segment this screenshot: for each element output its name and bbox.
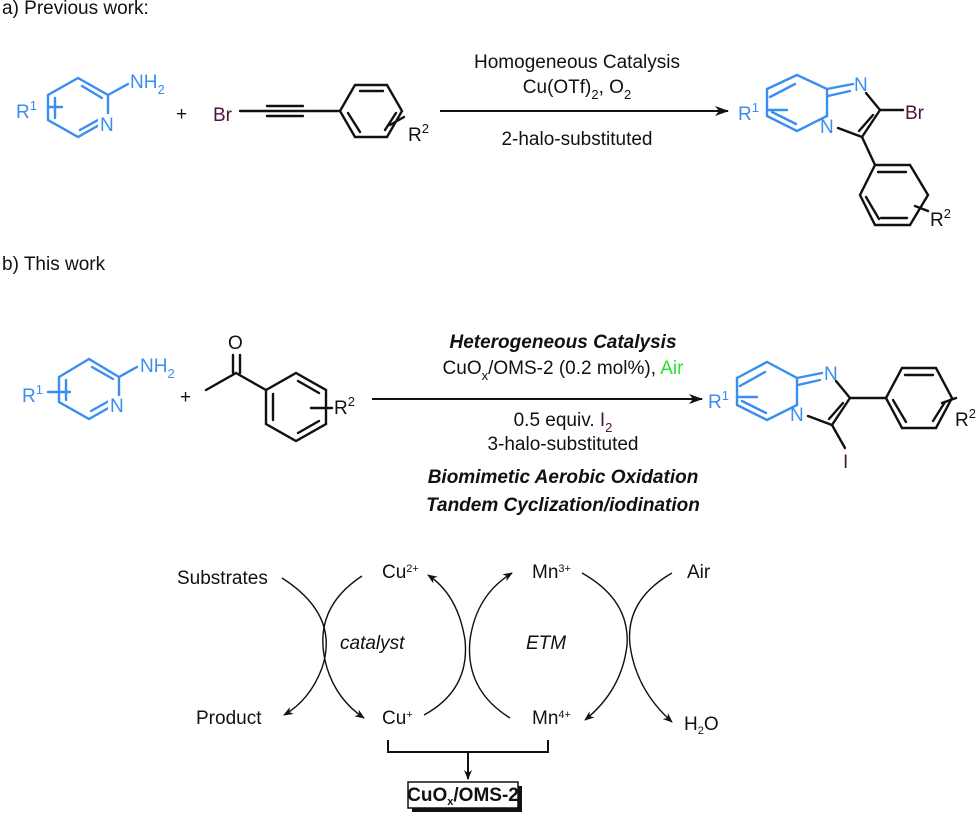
svg-text:N: N [820, 117, 834, 138]
svg-text:O: O [228, 333, 243, 354]
conditions-b-line2: CuOx/OMS-2 (0.2 mol%), Air [443, 358, 685, 383]
svg-text:R2: R2 [334, 394, 355, 419]
section-a-label: a) Previous work: [2, 0, 149, 19]
material-label: CuOx/OMS-2 [407, 785, 519, 808]
svg-text:R1: R1 [16, 98, 37, 123]
svg-text:NH2: NH2 [130, 72, 165, 97]
cu1-to-cu2-arrow [423, 574, 467, 716]
conditions-a-line2: Cu(OTf)2, O2 [523, 77, 631, 102]
conditions-a-line1: Homogeneous Catalysis [474, 52, 680, 73]
product-b: N N I R1 R2 [708, 360, 976, 473]
air-label: Air [660, 358, 684, 379]
highlight-tandem: Tandem Cyclization/iodination [426, 495, 700, 516]
substrates-to-product-arrow [281, 577, 327, 716]
svg-text:NH2: NH2 [140, 356, 175, 381]
water-label: H2O [684, 714, 719, 737]
aminopyridine-a: N NH2 R1 [16, 72, 165, 139]
svg-text:R1: R1 [738, 100, 759, 125]
conditions-b-below1: 0.5 equiv. I2 [514, 410, 613, 435]
cu1-label: Cu+ [382, 708, 413, 729]
cu2-to-cu1-arrow [322, 575, 365, 719]
svg-text:R1: R1 [22, 382, 43, 407]
aminopyridine-b: N NH2 R1 [22, 356, 175, 421]
svg-text:R2: R2 [408, 121, 429, 146]
plus-b: + [180, 387, 191, 408]
svg-text:N: N [824, 364, 838, 385]
acetophenone: O R2 [204, 333, 355, 443]
reaction-arrow-a: Homogeneous Catalysis Cu(OTf)2, O2 2-hal… [440, 52, 729, 150]
mn3-label: Mn3+ [532, 562, 571, 583]
air-to-water-arrow [628, 572, 673, 723]
svg-text:R1: R1 [708, 388, 729, 413]
heterogeneous-catalysis-label: Heterogeneous Catalysis [449, 332, 676, 353]
mn4-to-mn3-arrow [468, 572, 513, 719]
conditions-b-below2: 3-halo-substituted [487, 434, 638, 455]
substrates-label: Substrates [177, 568, 268, 589]
product-a: N N Br R1 R2 [738, 73, 951, 231]
material-box [407, 781, 519, 809]
reaction-arrow-b: Heterogeneous Catalysis CuOx/OMS-2 (0.2 … [372, 332, 703, 516]
air-reagent-label: Air [687, 562, 711, 583]
svg-text:R2: R2 [930, 206, 951, 231]
bromoalkyne: Br R2 [213, 83, 429, 146]
conditions-a-below: 2-halo-substituted [501, 129, 652, 150]
svg-text:N: N [854, 75, 868, 96]
mechanism-cycle: Substrates Product Cu2+ Cu+ Mn3+ Mn4+ Ai… [177, 562, 719, 812]
svg-text:Br: Br [905, 103, 925, 124]
cu2-label: Cu2+ [382, 562, 419, 583]
ring-n: N [100, 115, 114, 136]
bromine-label: Br [213, 105, 233, 126]
bracket [387, 740, 549, 753]
svg-text:N: N [110, 396, 124, 417]
mn3-to-mn4-arrow [581, 572, 628, 721]
plus-a: + [176, 104, 187, 125]
highlight-biomimetic: Biomimetic Aerobic Oxidation [428, 467, 699, 488]
mn4-label: Mn4+ [532, 708, 571, 729]
section-b-label: b) This work [2, 254, 106, 275]
svg-text:R2: R2 [955, 406, 976, 431]
svg-text:N: N [790, 405, 804, 426]
catalyst-label: catalyst [340, 633, 405, 654]
iodine-label: I [843, 452, 848, 473]
etm-label: ETM [526, 633, 566, 654]
product-label: Product [196, 708, 262, 729]
